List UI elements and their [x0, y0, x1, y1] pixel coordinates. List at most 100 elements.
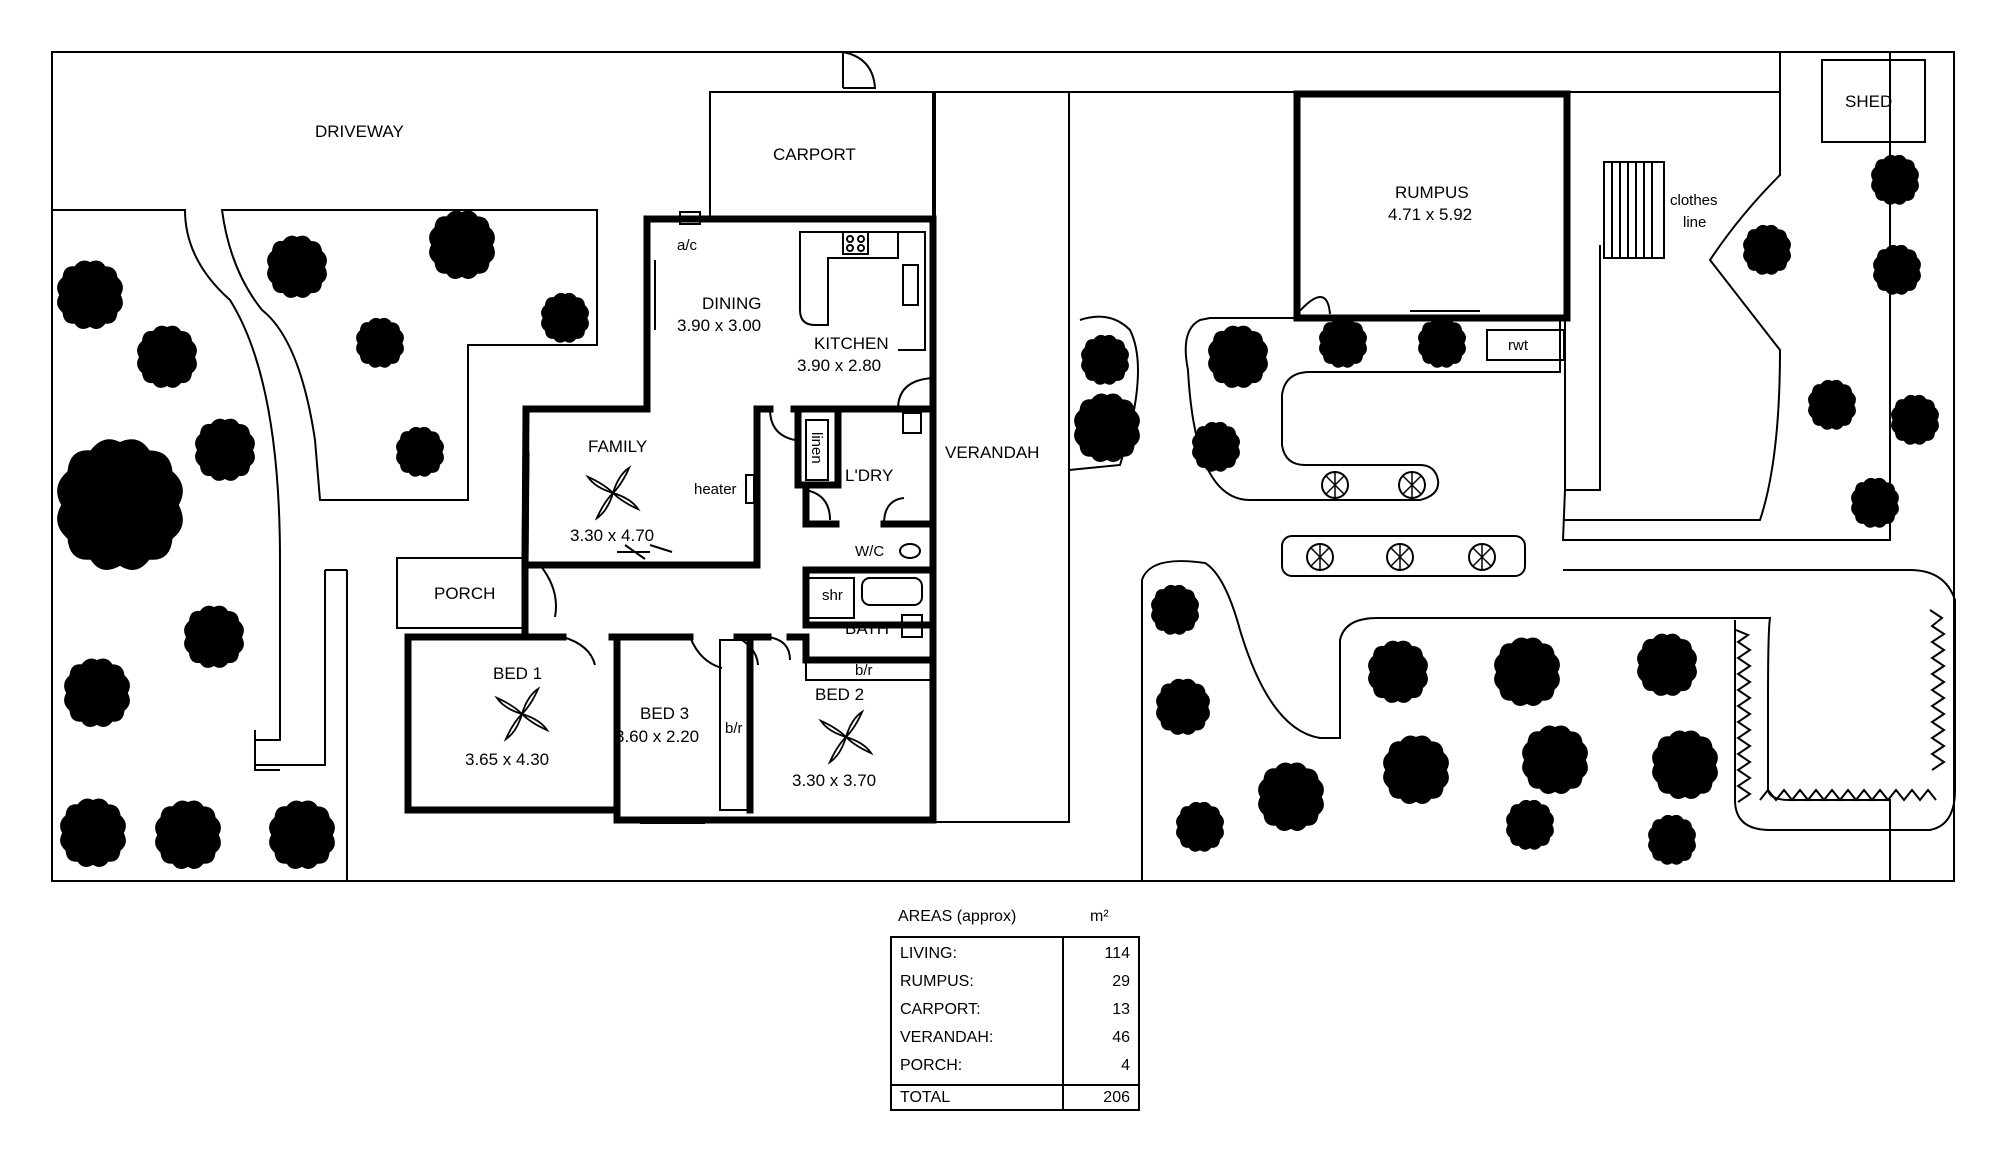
planter-oval-top — [1184, 317, 1561, 501]
tree — [1648, 814, 1696, 865]
areas-table — [890, 936, 1140, 1111]
areas-total-line — [890, 1084, 1140, 1086]
label-verandah: VERANDAH — [945, 443, 1039, 462]
site-boundary — [51, 51, 1955, 882]
areas-total-value: 206 — [1103, 1089, 1130, 1106]
toilet — [899, 543, 921, 559]
yard-line — [1069, 52, 1781, 93]
areas-row-label: VERANDAH: — [900, 1029, 994, 1046]
garden-bed-left — [220, 209, 598, 501]
tree — [1258, 762, 1324, 832]
tree — [1743, 224, 1791, 275]
tree — [1156, 678, 1210, 735]
tree — [1808, 379, 1856, 430]
rumpus-door — [1296, 296, 1331, 315]
label-bed3: BED 3 — [640, 704, 689, 723]
yard-paths — [1068, 52, 1891, 541]
label-driveway: DRIVEWAY — [315, 122, 404, 141]
tree — [60, 798, 126, 868]
ac-unit — [679, 211, 701, 225]
robe-bed2 — [805, 657, 934, 681]
tree — [1383, 735, 1449, 805]
tree — [1637, 633, 1697, 696]
label-linen: linen — [808, 432, 825, 464]
label-rumpus-dim: 4.71 x 5.92 — [1388, 205, 1472, 224]
internal-walls — [404, 405, 937, 814]
tree — [1319, 317, 1367, 368]
label-bed2-dim: 3.30 x 3.70 — [792, 771, 876, 790]
label-bir-bed2: b/r — [855, 662, 873, 679]
bath-tub — [861, 577, 923, 606]
tree — [57, 260, 123, 330]
tree — [1192, 421, 1240, 472]
label-rwt: rwt — [1508, 337, 1529, 354]
tree — [1418, 317, 1466, 368]
ceiling-fan — [586, 466, 640, 520]
tree — [429, 210, 495, 280]
bath-vanity — [901, 614, 923, 638]
label-carport: CARPORT — [773, 145, 856, 164]
tree — [1506, 799, 1554, 850]
tree — [396, 426, 444, 477]
label-line: line — [1683, 214, 1706, 231]
areas-row-value: 46 — [1112, 1029, 1130, 1046]
label-bed1-dim: 3.65 x 4.30 — [465, 750, 549, 769]
areas-divider — [1062, 936, 1064, 1111]
label-wc: W/C — [855, 543, 884, 560]
label-dining: DINING — [702, 294, 762, 313]
shrub — [1306, 543, 1334, 571]
shrub — [1398, 471, 1426, 499]
hedge — [1735, 609, 1946, 803]
tree — [1208, 325, 1268, 388]
tree — [1074, 393, 1140, 463]
garden-bed-right — [1141, 560, 1891, 881]
heater-unit — [745, 474, 755, 504]
areas-title: AREAS (approx) — [898, 908, 1017, 925]
areas-row-label: PORCH: — [900, 1057, 963, 1074]
shed — [1821, 59, 1926, 143]
areas-unit: m² — [1090, 908, 1109, 925]
areas-row-value: 13 — [1112, 1001, 1130, 1018]
tree — [269, 800, 335, 870]
label-bed3-dim: 3.60 x 2.20 — [615, 727, 699, 746]
tree — [1368, 640, 1428, 703]
path-left — [254, 569, 348, 881]
areas-row-value: 29 — [1112, 973, 1130, 990]
areas-row-label: RUMPUS: — [900, 973, 974, 990]
linen-cupboard — [805, 419, 829, 481]
label-bir-bed3: b/r — [725, 720, 743, 737]
label-bed2: BED 2 — [815, 685, 864, 704]
tree — [1871, 154, 1919, 205]
label-bed1: BED 1 — [493, 664, 542, 683]
label-laundry: L'DRY — [845, 466, 893, 485]
ceiling-fan — [819, 710, 873, 764]
tree — [57, 439, 183, 570]
shrub — [1386, 543, 1414, 571]
shower — [807, 577, 855, 619]
label-dining-dim: 3.90 x 3.00 — [677, 316, 761, 335]
laundry-trough — [902, 412, 922, 434]
windows — [407, 250, 1480, 824]
label-ac: a/c — [677, 237, 698, 254]
planter-strip — [1281, 535, 1526, 577]
shrub — [1321, 471, 1349, 499]
tree — [1081, 334, 1129, 385]
clothes-line — [1603, 161, 1665, 259]
areas-row-label: CARPORT: — [900, 1001, 981, 1018]
porch — [396, 557, 526, 629]
tree — [1891, 394, 1939, 445]
label-shr: shr — [822, 587, 843, 604]
label-heater: heater — [694, 481, 737, 498]
door-swings — [539, 377, 934, 669]
tree — [1851, 477, 1899, 528]
kitchen-bench — [799, 231, 926, 351]
cooktop — [842, 231, 869, 255]
tree — [1873, 244, 1921, 295]
tree — [195, 418, 255, 481]
areas-total-label: TOTAL — [900, 1089, 951, 1106]
tree — [1494, 637, 1560, 707]
tree — [1176, 801, 1224, 852]
areas-row-value: 114 — [1104, 945, 1130, 962]
robe-bed3 — [719, 639, 751, 811]
